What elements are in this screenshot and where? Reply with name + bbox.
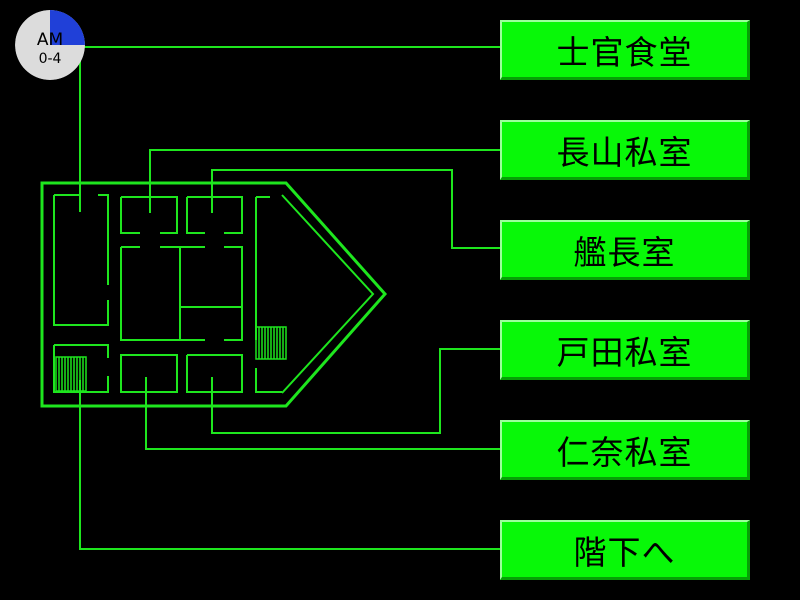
room-button-nagayama-room[interactable]: 長山私室	[500, 120, 750, 180]
bottom-left-room	[54, 344, 109, 358]
connector-nina-room	[145, 377, 500, 450]
clock-face-icon	[15, 10, 85, 80]
clock-period: AM	[36, 30, 64, 50]
connector-captain-room	[211, 169, 500, 249]
room-button-downstairs[interactable]: 階下へ	[500, 520, 750, 580]
stairs-down	[55, 356, 87, 392]
hull-outline	[40, 181, 388, 408]
clock-range: 0-4	[38, 51, 62, 67]
room-button-nina-room[interactable]: 仁奈私室	[500, 420, 750, 480]
room-button-officers-mess[interactable]: 士官食堂	[500, 20, 750, 80]
upper-room-2	[187, 196, 243, 234]
lower-room-1	[120, 354, 178, 393]
lower-room-2	[186, 354, 243, 393]
bow-inner-wall	[281, 194, 375, 394]
left-room-wall	[53, 195, 109, 326]
connector-toda-room	[211, 348, 500, 434]
room-button-captain-room[interactable]: 艦長室	[500, 220, 750, 280]
time-clock: AM 0-4	[15, 10, 85, 80]
room-button-toda-room[interactable]: 戸田私室	[500, 320, 750, 380]
stairs-bow	[255, 326, 287, 360]
connector-nagayama-room	[149, 149, 500, 213]
connector-downstairs	[79, 380, 500, 550]
